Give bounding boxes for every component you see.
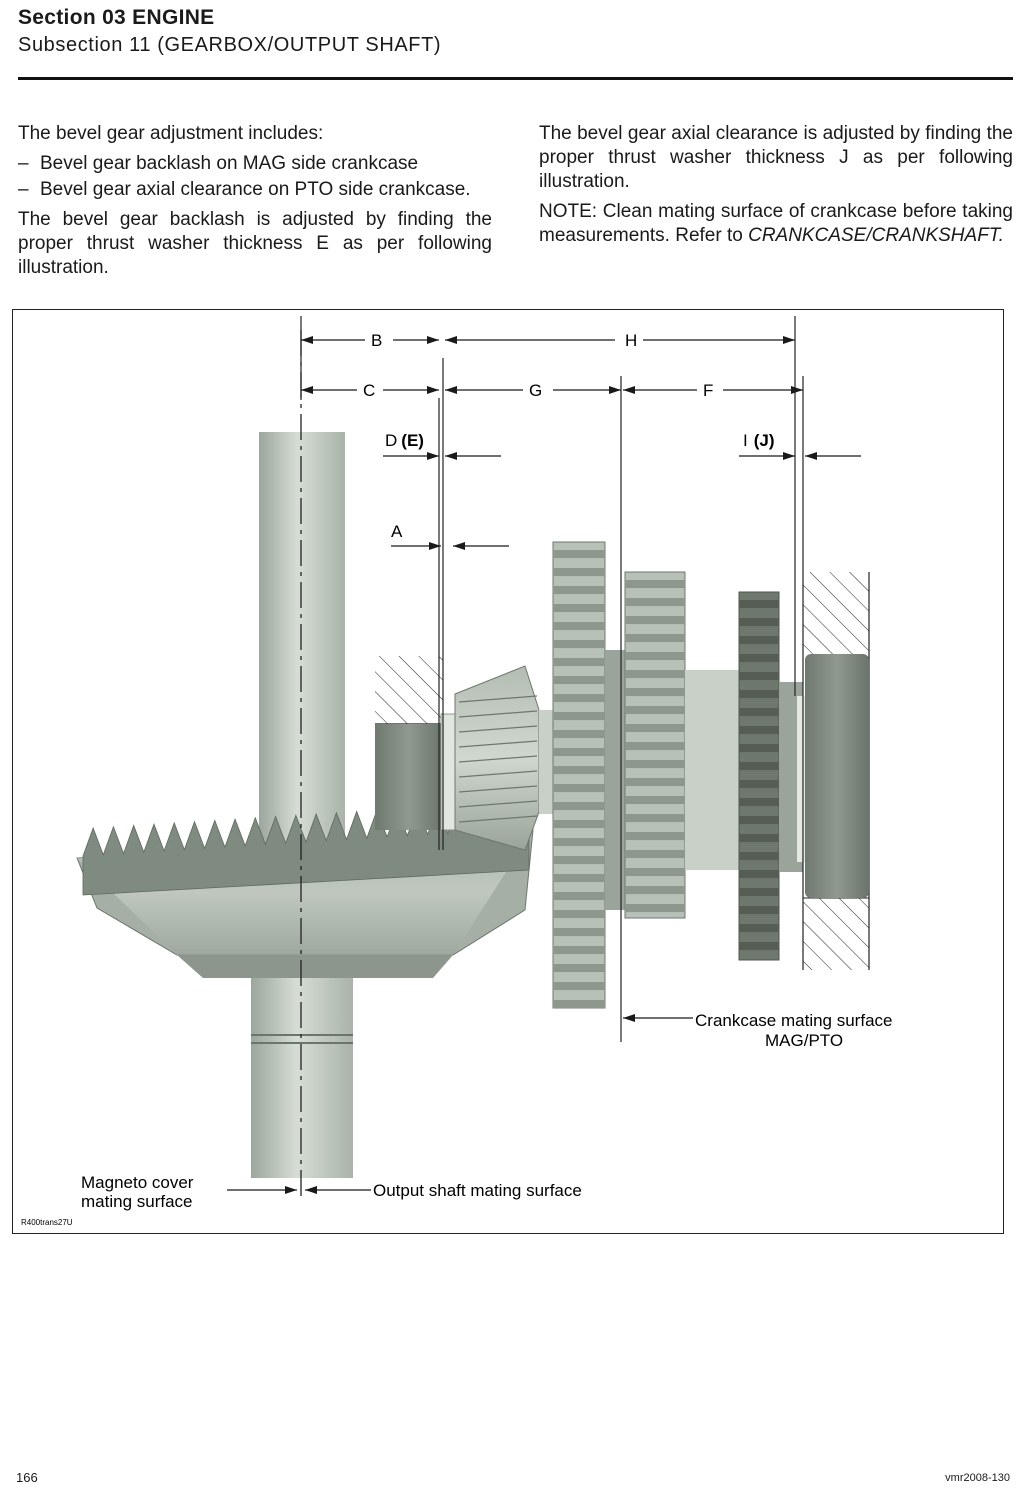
bevel-pinion [375,665,553,851]
label-I-letter: I [743,431,748,450]
crankcase-hatch-left [375,656,443,724]
note-prefix: NOTE: [539,201,598,222]
note-paragraph: NOTE: Clean mating surface of crankcase … [539,200,1013,248]
spur-gear-2 [624,571,739,919]
output-shaft-lower [251,950,353,1178]
pto-shaft-end [805,654,869,898]
label-H: H [625,331,637,350]
gearbox-illustration: B H C G F D(E) I (J) A Crankcase mating s… [12,309,1004,1234]
output-shaft-label: Output shaft mating surface [373,1181,582,1200]
label-D: D(E) [385,431,424,450]
label-J: (J) [754,431,775,450]
intro-text: The bevel gear adjustment includes: [18,123,324,144]
page-number: 166 [16,1470,38,1485]
note-reference-link[interactable]: CRANKCASE/CRANKSHAFT. [748,225,1004,246]
note-text: Clean mating surface of crankcase before… [539,201,1013,246]
crankcase-hatch-right-top [803,572,869,654]
label-B: B [371,331,382,350]
crankcase-label-2: MAG/PTO [765,1031,843,1050]
output-shaft [259,432,345,852]
crankcase-hatch-right-bottom [803,898,869,970]
spur-gear-1 [552,541,625,1009]
list-item: –Bevel gear backlash on MAG side crankca… [18,153,419,174]
label-A: A [391,522,403,541]
backlash-text: The bevel gear backlash is adjusted by f… [18,209,492,278]
label-E: (E) [401,431,424,450]
list-item: –Bevel gear axial clearance on PTO side … [18,179,471,200]
spur-gear-3 [738,591,805,961]
axial-text: The bevel gear axial clearance is adjust… [539,123,1013,192]
magneto-label-2: mating surface [81,1192,193,1211]
adjustment-list: –Bevel gear backlash on MAG side crankca… [18,152,492,202]
crankcase-label-1: Crankcase mating surface [695,1011,892,1030]
right-column: The bevel gear axial clearance is adjust… [539,122,1013,254]
label-F: F [703,381,713,400]
magneto-label-1: Magneto cover [81,1173,194,1192]
label-D-letter: D [385,431,397,450]
label-I: I (J) [743,431,775,450]
label-C: C [363,381,375,400]
document-code: vmr2008-130 [945,1472,1010,1484]
subsection-title: Subsection 11 (GEARBOX/OUTPUT SHAFT) [18,34,442,56]
figure-code: R400trans27U [21,1218,73,1227]
list-item-text: Bevel gear axial clearance on PTO side c… [40,179,471,200]
left-column: The bevel gear adjustment includes: –Bev… [18,122,492,286]
label-G: G [529,381,542,400]
list-item-text: Bevel gear backlash on MAG side crankcas… [40,153,419,174]
section-title: Section 03 ENGINE [18,6,215,29]
header-rule [18,77,1013,80]
